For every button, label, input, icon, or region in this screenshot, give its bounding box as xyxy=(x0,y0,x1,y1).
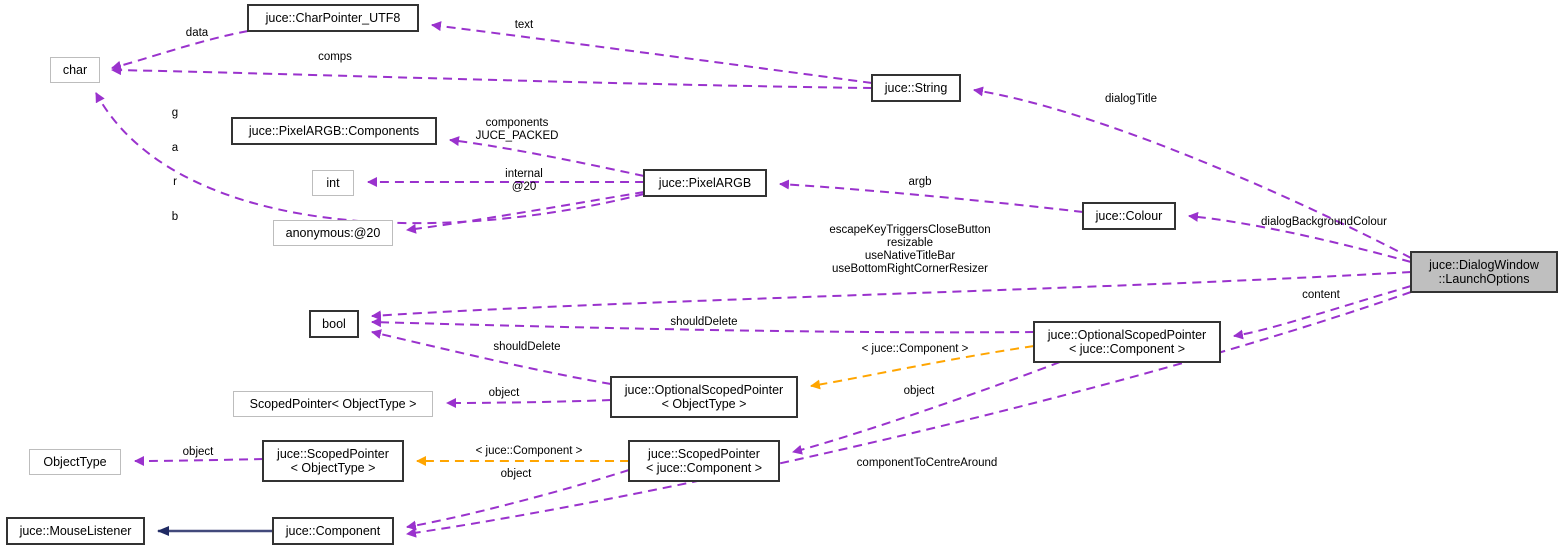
node-charpointer-utf8[interactable]: juce::CharPointer_UTF8 xyxy=(247,4,419,32)
node-bool-label: bool xyxy=(322,317,346,331)
node-objecttype[interactable]: ObjectType xyxy=(29,449,121,475)
edge-pixelargb-char xyxy=(95,92,645,225)
edge-pixelargb-components xyxy=(449,136,645,177)
edge-label-garb-g: g xyxy=(171,107,179,119)
node-int[interactable]: int xyxy=(312,170,354,196)
node-charpointer-utf8-label: juce::CharPointer_UTF8 xyxy=(265,11,401,25)
edge-launchoptions-string xyxy=(973,86,1412,259)
node-anonymous-20[interactable]: anonymous:@20 xyxy=(273,220,393,246)
edge-launchoptions-ospcomponent xyxy=(1233,285,1412,340)
node-char[interactable]: char xyxy=(50,57,100,83)
node-string[interactable]: juce::String xyxy=(871,74,961,102)
edge-ospobjecttype-bool xyxy=(371,329,612,385)
node-bool[interactable]: bool xyxy=(309,310,359,338)
edge-spobjecttype-objecttype xyxy=(134,455,264,466)
edge-label-garb: g a r b xyxy=(168,85,182,246)
edge-label-garb-b: b xyxy=(171,210,179,223)
edge-launchoptions-component xyxy=(406,291,1412,538)
node-scopedpointer-objecttype-template-label: ScopedPointer< ObjectType > xyxy=(249,397,417,411)
edge-string-charpointer xyxy=(431,21,873,84)
edge-launchoptions-bool xyxy=(371,271,1412,321)
edge-spcomponent-component xyxy=(406,469,630,531)
node-int-label: int xyxy=(326,176,340,190)
node-dialogwindow-launchoptions[interactable]: juce::DialogWindow ::LaunchOptions xyxy=(1410,251,1558,293)
node-string-label: juce::String xyxy=(884,81,948,95)
node-optionalscopedpointer-component[interactable]: juce::OptionalScopedPointer < juce::Comp… xyxy=(1033,321,1221,363)
node-component[interactable]: juce::Component xyxy=(272,517,394,545)
template-edge-group xyxy=(416,345,1035,466)
node-mouselistener-label: juce::MouseListener xyxy=(19,524,132,538)
node-scopedpointer-objecttype-template[interactable]: ScopedPointer< ObjectType > xyxy=(233,391,433,417)
node-optionalscopedpointer-component-label: juce::OptionalScopedPointer < juce::Comp… xyxy=(1047,328,1207,356)
node-dialogwindow-launchoptions-label: juce::DialogWindow ::LaunchOptions xyxy=(1429,258,1539,286)
edge-ospcomponent-bool xyxy=(371,317,1035,334)
node-optionalscopedpointer-objecttype-label: juce::OptionalScopedPointer < ObjectType… xyxy=(624,383,784,411)
node-colour-label: juce::Colour xyxy=(1095,209,1163,223)
node-component-label: juce::Component xyxy=(285,524,381,538)
node-colour[interactable]: juce::Colour xyxy=(1082,202,1176,230)
node-juce-scopedpointer-objecttype[interactable]: juce::ScopedPointer < ObjectType > xyxy=(262,440,404,482)
node-pixelargb[interactable]: juce::PixelARGB xyxy=(643,169,767,197)
edge-pixelargb-anonymous xyxy=(406,191,645,234)
node-mouselistener[interactable]: juce::MouseListener xyxy=(6,517,145,545)
node-juce-scopedpointer-component[interactable]: juce::ScopedPointer < juce::Component > xyxy=(628,440,780,482)
edge-label-garb-r: r xyxy=(173,176,177,188)
node-optionalscopedpointer-objecttype[interactable]: juce::OptionalScopedPointer < ObjectType… xyxy=(610,376,798,418)
node-juce-scopedpointer-component-label: juce::ScopedPointer < juce::Component > xyxy=(645,447,763,475)
edge-label-garb-a: a xyxy=(171,141,179,154)
usage-edge-group xyxy=(95,21,1412,538)
node-objecttype-label: ObjectType xyxy=(43,455,107,469)
edge-ospobjecttype-spobjecttypet xyxy=(446,397,612,408)
edge-colour-pixelargb xyxy=(779,179,1084,213)
node-pixelargb-label: juce::PixelARGB xyxy=(658,176,752,190)
edge-ospcomponent-spcomponent xyxy=(792,361,1061,455)
edge-ospcomponent-ospobjecttype xyxy=(810,345,1035,390)
node-juce-scopedpointer-objecttype-label: juce::ScopedPointer < ObjectType > xyxy=(277,447,389,475)
edge-string-char xyxy=(111,65,873,89)
node-anonymous-20-label: anonymous:@20 xyxy=(285,226,381,240)
node-pixelargb-components[interactable]: juce::PixelARGB::Components xyxy=(231,117,437,145)
edge-launchoptions-colour xyxy=(1188,211,1412,263)
edge-charpointer-char xyxy=(111,30,249,71)
node-pixelargb-components-label: juce::PixelARGB::Components xyxy=(248,124,420,138)
node-char-label: char xyxy=(62,63,88,77)
